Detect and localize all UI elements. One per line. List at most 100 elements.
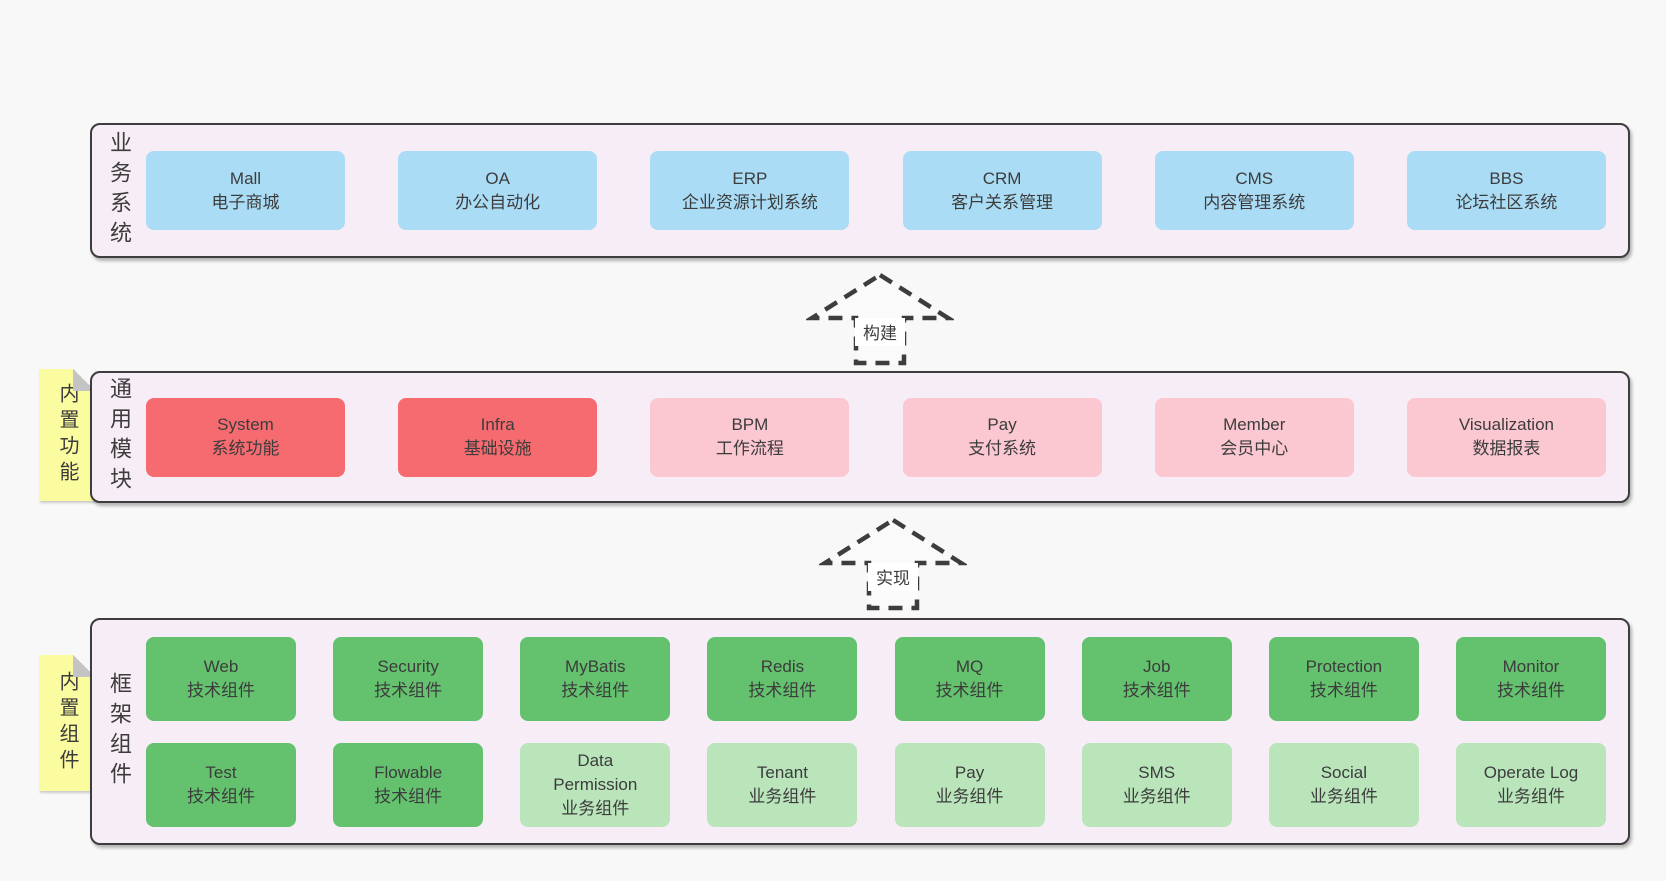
module-desc: 技术组件 — [374, 680, 443, 700]
module-name: Visualization — [1458, 415, 1554, 434]
sticky-note-built-in-features: 内置功能 — [39, 369, 95, 501]
framework-row-1: Web 技术组件 Security 技术组件 MyBatis 技术组件 Redi… — [146, 636, 1606, 721]
module-name: Job — [1142, 656, 1171, 676]
module-box-sms: SMS 业务组件 — [1081, 742, 1232, 827]
module-name: Infra — [480, 415, 515, 434]
module-box-mq: MQ 技术组件 — [894, 636, 1045, 721]
module-name: Pay — [987, 415, 1017, 434]
module-name: MQ — [955, 656, 984, 676]
module-box-social: Social 业务组件 — [1268, 742, 1419, 827]
module-desc: 技术组件 — [1496, 680, 1565, 700]
band-label: 框架组件 — [107, 671, 132, 792]
module-box-member: Member 会员中心 — [1154, 397, 1354, 477]
business-boxes: Mall 电子商城 OA 办公自动化 ERP 企业资源计划系统 CRM 客户关系… — [136, 151, 1628, 230]
module-box-job: Job 技术组件 — [1081, 636, 1232, 721]
module-name: Flowable — [374, 762, 443, 782]
module-box-bpm: BPM 工作流程 — [650, 397, 850, 477]
module-box-mall: Mall 电子商城 — [146, 151, 345, 230]
module-desc: 业务组件 — [748, 786, 817, 806]
module-name: BPM — [731, 415, 769, 434]
module-desc: 技术组件 — [748, 680, 817, 700]
framework-rows: Web 技术组件 Security 技术组件 MyBatis 技术组件 Redi… — [136, 636, 1628, 827]
band-framework-components: 框架组件 Web 技术组件 Security 技术组件 MyBatis 技术组件… — [90, 618, 1630, 845]
module-desc: 业务组件 — [1496, 786, 1565, 806]
module-desc: 技术组件 — [935, 680, 1004, 700]
module-name: Social — [1320, 762, 1367, 782]
module-name: System — [217, 415, 274, 434]
module-box-tenant: Tenant 业务组件 — [707, 742, 858, 827]
module-name: BBS — [1489, 168, 1524, 188]
module-name: Redis — [760, 656, 805, 676]
module-box-crm: CRM 客户关系管理 — [902, 151, 1102, 230]
module-desc: 数据报表 — [1472, 439, 1541, 458]
module-name: Test — [205, 762, 237, 782]
module-desc: 业务组件 — [1309, 786, 1378, 806]
module-box-operate-log: Operate Log 业务组件 — [1455, 742, 1606, 827]
module-name: Web — [203, 656, 239, 676]
module-box-system: System 系统功能 — [146, 397, 345, 477]
module-name: Member — [1223, 415, 1286, 434]
module-name: Protection — [1305, 656, 1383, 676]
module-desc: 内容管理系统 — [1203, 192, 1306, 212]
module-desc: 技术组件 — [1122, 680, 1191, 700]
module-box-pay: Pay 业务组件 — [894, 742, 1045, 827]
arrow-label: 实现 — [876, 569, 910, 588]
arrow-label: 构建 — [863, 324, 897, 343]
module-box-pay: Pay 支付系统 — [902, 397, 1102, 477]
module-name: SMS — [1138, 762, 1176, 782]
module-name: Operate Log — [1483, 762, 1579, 782]
module-box-test: Test 技术组件 — [146, 742, 296, 827]
module-box-visualization: Visualization 数据报表 — [1406, 397, 1606, 477]
module-box-redis: Redis 技术组件 — [707, 636, 858, 721]
module-desc: 办公自动化 — [455, 192, 541, 212]
band-label: 通用模块 — [107, 377, 132, 497]
module-desc: 系统功能 — [211, 439, 280, 458]
module-desc: 工作流程 — [715, 439, 784, 458]
module-name: Monitor — [1502, 656, 1560, 676]
module-desc: 技术组件 — [374, 786, 443, 806]
module-desc: 技术组件 — [187, 786, 255, 806]
module-desc: 业务组件 — [935, 786, 1004, 806]
module-name: MyBatis — [565, 656, 626, 676]
module-name: CRM — [982, 168, 1022, 188]
module-desc: 支付系统 — [968, 439, 1037, 458]
module-desc: 业务组件 — [561, 798, 630, 818]
arrow-label-chip — [868, 563, 918, 591]
band-business-systems: 业务系统 Mall 电子商城 OA 办公自动化 ERP 企业资源计划系统 CRM… — [90, 123, 1630, 258]
band-label: 业务系统 — [107, 130, 132, 251]
common-boxes: System 系统功能 Infra 基础设施 BPM 工作流程 Pay 支付系统… — [136, 397, 1628, 477]
module-box-data-permission: Data Permission 业务组件 — [520, 742, 671, 827]
sticky-note-label: 内置组件 — [56, 671, 78, 775]
framework-row-2: Test 技术组件 Flowable 技术组件 Data Permission … — [146, 742, 1606, 827]
module-name: Security — [377, 656, 439, 676]
sticky-note-label: 内置功能 — [56, 383, 78, 487]
module-box-erp: ERP 企业资源计划系统 — [650, 151, 850, 230]
module-box-flowable: Flowable 技术组件 — [333, 742, 484, 827]
module-box-web: Web 技术组件 — [146, 636, 296, 721]
module-box-mybatis: MyBatis 技术组件 — [520, 636, 671, 721]
module-box-cms: CMS 内容管理系统 — [1154, 151, 1354, 230]
module-box-bbs: BBS 论坛社区系统 — [1406, 151, 1606, 230]
module-desc: 论坛社区系统 — [1455, 192, 1558, 212]
module-desc: 技术组件 — [187, 680, 255, 700]
module-name: OA — [485, 168, 510, 188]
module-box-monitor: Monitor 技术组件 — [1455, 636, 1606, 721]
module-desc: 企业资源计划系统 — [681, 192, 818, 212]
module-desc: 客户关系管理 — [951, 192, 1054, 212]
module-box-security: Security 技术组件 — [333, 636, 484, 721]
module-name: Tenant — [756, 762, 808, 782]
module-name: Pay — [954, 762, 985, 782]
module-desc: 技术组件 — [1309, 680, 1378, 700]
module-desc: 会员中心 — [1220, 439, 1289, 458]
module-box-oa: OA 办公自动化 — [398, 151, 598, 230]
band-common-modules: 通用模块 System 系统功能 Infra 基础设施 BPM 工作流程 Pay… — [90, 371, 1630, 503]
module-desc: 业务组件 — [1122, 786, 1191, 806]
sticky-note-built-in-components: 内置组件 — [39, 655, 95, 791]
module-box-protection: Protection 技术组件 — [1268, 636, 1419, 721]
module-desc: 电子商城 — [211, 192, 280, 212]
implement-arrow: 实现 — [819, 517, 967, 611]
module-name: Mall — [229, 168, 262, 188]
build-arrow: 构建 — [806, 272, 954, 366]
module-name: Data Permission — [553, 750, 638, 794]
